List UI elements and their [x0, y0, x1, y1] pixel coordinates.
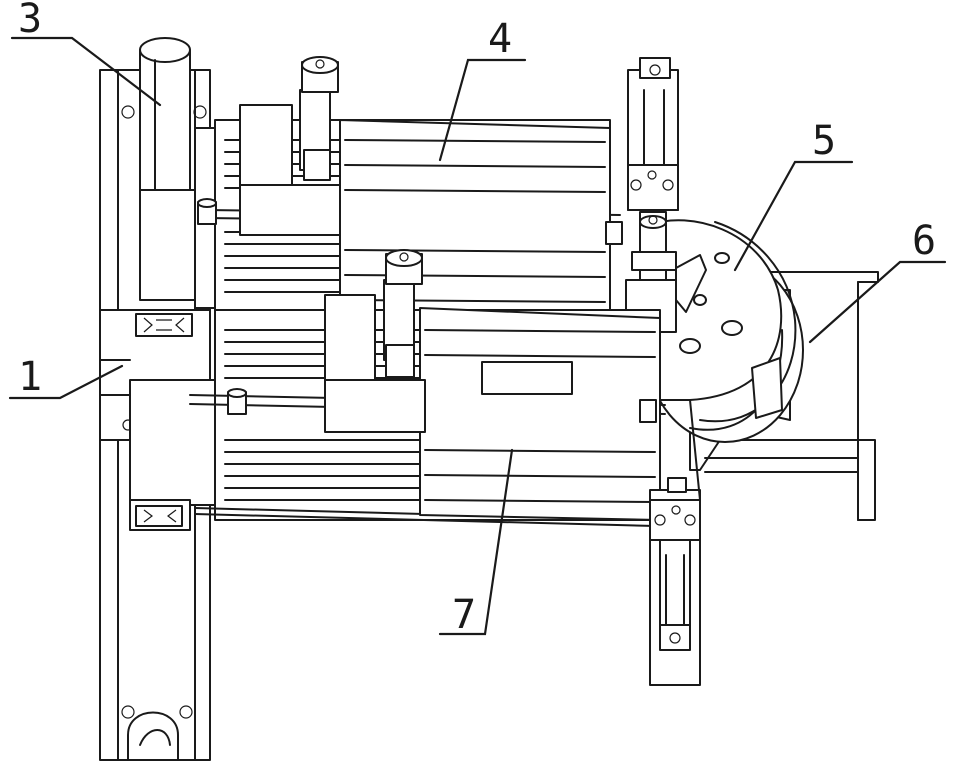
- callout-3: 3: [18, 0, 42, 42]
- callout-5: 5: [812, 118, 836, 164]
- callout-4: 4: [488, 16, 512, 62]
- callout-7: 7: [452, 592, 476, 638]
- callout-6: 6: [912, 218, 936, 264]
- right-upper-guide: [628, 58, 678, 210]
- callout-1: 1: [18, 354, 42, 400]
